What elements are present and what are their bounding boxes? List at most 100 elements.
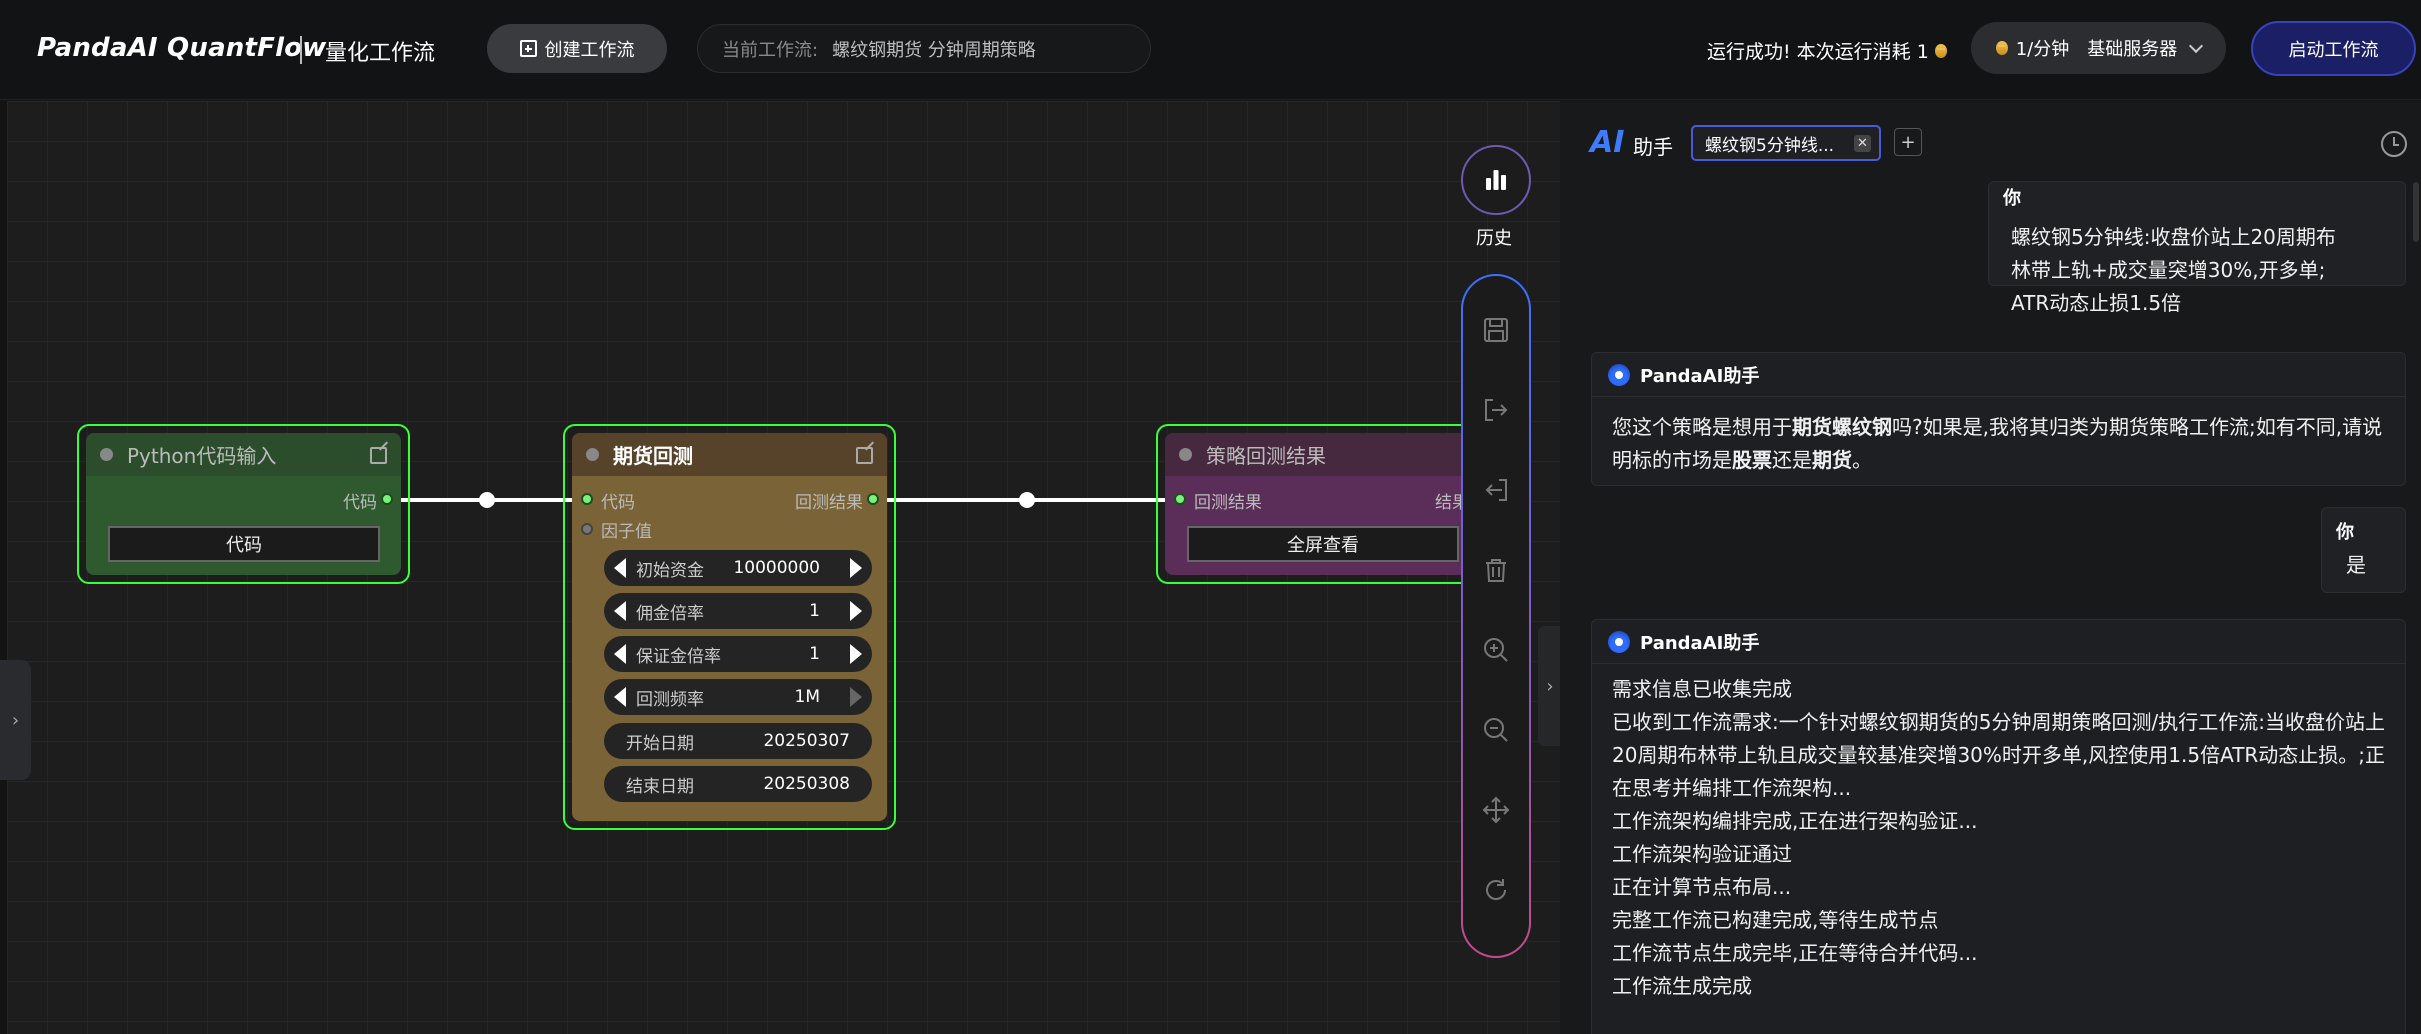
input-port-label: 因子值 xyxy=(601,522,652,542)
code-button[interactable]: 代码 xyxy=(108,526,380,562)
current-workflow-value: 螺纹钢期货 分钟周期策略 xyxy=(832,39,1036,61)
message-line: 螺纹钢5分钟线:收盘价站上20周期布 xyxy=(2011,225,2336,249)
node-python-input[interactable]: Python代码输入 代码 代码 xyxy=(77,424,410,584)
param-value[interactable]: 1M xyxy=(794,687,820,707)
create-workflow-label: 创建工作流 xyxy=(544,39,635,61)
zoom-in-icon[interactable] xyxy=(1481,635,1511,665)
text-emphasis: 期货 xyxy=(1812,448,1852,472)
user-message: 你 是 xyxy=(2321,507,2406,593)
increment-arrow-icon[interactable] xyxy=(850,558,862,578)
param-initial-capital[interactable]: 初始资金 10000000 xyxy=(604,550,872,586)
node-title: 策略回测结果 xyxy=(1206,444,1326,468)
close-icon[interactable]: ✕ xyxy=(1854,135,1871,152)
message-text: 您这个策略是想用于期货螺纹钢吗?如果是,我将其归类为期货策略工作流;如有不同,请… xyxy=(1612,411,2392,477)
param-value[interactable]: 20250307 xyxy=(763,731,850,751)
export-icon[interactable] xyxy=(1481,475,1511,505)
panda-bot-icon xyxy=(1608,363,1630,386)
node-title: 期货回测 xyxy=(613,444,693,468)
input-port[interactable] xyxy=(581,493,593,505)
input-port[interactable] xyxy=(1174,493,1186,505)
current-workflow-label: 当前工作流: xyxy=(722,39,819,61)
param-value[interactable]: 10000000 xyxy=(733,558,820,578)
decrement-arrow-icon[interactable] xyxy=(614,558,626,578)
chevron-right-icon: › xyxy=(1546,675,1554,697)
node-title: Python代码输入 xyxy=(127,444,277,468)
refresh-icon[interactable] xyxy=(1481,875,1511,905)
clock-history-icon[interactable] xyxy=(2381,131,2407,157)
input-port-label: 回测结果 xyxy=(1194,493,1262,513)
node-backtest-result[interactable]: 策略回测结果 回测结果 结果 全屏查看 xyxy=(1156,424,1486,584)
param-label: 结束日期 xyxy=(626,776,694,797)
increment-arrow-icon[interactable] xyxy=(850,687,862,707)
server-rate: 1/分钟 xyxy=(2015,39,2070,60)
param-start-date[interactable]: 开始日期 20250307 xyxy=(604,723,872,759)
chat-tab[interactable]: 螺纹钢5分钟线... ✕ xyxy=(1691,125,1881,161)
node-status-dot xyxy=(1179,448,1192,461)
decrement-arrow-icon[interactable] xyxy=(614,644,626,664)
edit-icon[interactable] xyxy=(370,447,387,464)
node-status-dot xyxy=(586,448,599,461)
decrement-arrow-icon[interactable] xyxy=(614,687,626,707)
input-port[interactable] xyxy=(581,523,593,535)
node-header[interactable]: 策略回测结果 xyxy=(1165,433,1479,476)
zoom-out-icon[interactable] xyxy=(1481,715,1511,745)
decrement-arrow-icon[interactable] xyxy=(614,601,626,621)
param-value[interactable]: 1 xyxy=(809,644,820,664)
move-icon[interactable] xyxy=(1481,795,1511,825)
param-value[interactable]: 20250308 xyxy=(763,774,850,794)
edge-midpoint-handle[interactable] xyxy=(479,492,495,508)
message-text: 是 xyxy=(2346,553,2366,577)
chat-scrollbar[interactable] xyxy=(2413,182,2419,242)
param-commission-rate[interactable]: 佣金倍率 1 xyxy=(604,593,872,629)
panda-bot-icon xyxy=(1608,630,1630,653)
param-value[interactable]: 1 xyxy=(809,601,820,621)
output-port[interactable] xyxy=(381,493,393,505)
text-fragment: 吗?如果是,我将其归类为期货策略工作流;如有不同,请说明标的市场是 xyxy=(1612,415,2383,472)
ai-logo: AI xyxy=(1590,125,1625,160)
history-label: 历史 xyxy=(1476,228,1512,249)
message-line: 工作流节点生成完毕,正在等待合并代码... xyxy=(1612,941,1978,965)
increment-arrow-icon[interactable] xyxy=(850,601,862,621)
node-header[interactable]: Python代码输入 xyxy=(86,433,401,476)
param-end-date[interactable]: 结束日期 20250308 xyxy=(604,766,872,802)
add-chat-button[interactable]: + xyxy=(1894,128,1922,156)
fullscreen-view-button[interactable]: 全屏查看 xyxy=(1187,526,1459,562)
node-header[interactable]: 期货回测 xyxy=(572,433,887,476)
message-author: PandaAI助手 xyxy=(1640,365,1760,387)
import-icon[interactable] xyxy=(1481,395,1511,425)
output-port[interactable] xyxy=(867,493,879,505)
param-margin-rate[interactable]: 保证金倍率 1 xyxy=(604,636,872,672)
start-workflow-button[interactable]: 启动工作流 xyxy=(2251,21,2416,76)
text-fragment: 还是 xyxy=(1772,448,1812,472)
message-line: ATR动态止损1.5倍 xyxy=(2011,291,2182,315)
current-workflow-field[interactable]: 当前工作流: 螺纹钢期货 分钟周期策略 xyxy=(697,24,1151,73)
user-message: 你 螺纹钢5分钟线:收盘价站上20周期布 林带上轨+成交量突增30%,开多单; … xyxy=(1988,181,2406,315)
collapse-panel-button[interactable]: › xyxy=(1538,626,1562,746)
input-port-label: 代码 xyxy=(601,493,635,513)
app-subtitle: 量化工作流 xyxy=(325,41,436,66)
message-line: 林带上轨+成交量突增30%,开多单; xyxy=(2011,258,2326,282)
run-status-text: 运行成功! 本次运行消耗 1 xyxy=(1707,41,1929,63)
history-button[interactable] xyxy=(1461,145,1531,215)
run-status: 运行成功! 本次运行消耗 1 xyxy=(1707,37,1947,64)
param-backtest-frequency[interactable]: 回测频率 1M xyxy=(604,679,872,715)
edit-icon[interactable] xyxy=(856,447,873,464)
create-workflow-button[interactable]: 创建工作流 xyxy=(487,24,667,73)
param-label: 保证金倍率 xyxy=(636,646,721,667)
bar-chart-icon xyxy=(1486,170,1506,190)
message-author: 你 xyxy=(2336,522,2354,543)
assistant-message: PandaAI助手 需求信息已收集完成 已收到工作流需求:一个针对螺纹钢期货的5… xyxy=(1591,619,2406,1034)
edge-midpoint-handle[interactable] xyxy=(1019,492,1035,508)
node-futures-backtest[interactable]: 期货回测 代码 回测结果 因子值 初始资金 10000000 佣金倍率 1 保证… xyxy=(563,424,896,830)
expand-left-panel-button[interactable]: › xyxy=(0,660,31,780)
message-header: PandaAI助手 xyxy=(1592,353,2405,397)
server-select[interactable]: 1/分钟 基础服务器 xyxy=(1971,22,2226,74)
server-name: 基础服务器 xyxy=(2087,39,2178,60)
save-icon[interactable] xyxy=(1481,315,1511,345)
message-author: PandaAI助手 xyxy=(1640,632,1760,654)
node-status-dot xyxy=(100,448,113,461)
trash-icon[interactable] xyxy=(1481,555,1511,585)
increment-arrow-icon[interactable] xyxy=(850,644,862,664)
message-line: 工作流生成完成 xyxy=(1612,974,1752,998)
chevron-down-icon xyxy=(2189,38,2204,53)
